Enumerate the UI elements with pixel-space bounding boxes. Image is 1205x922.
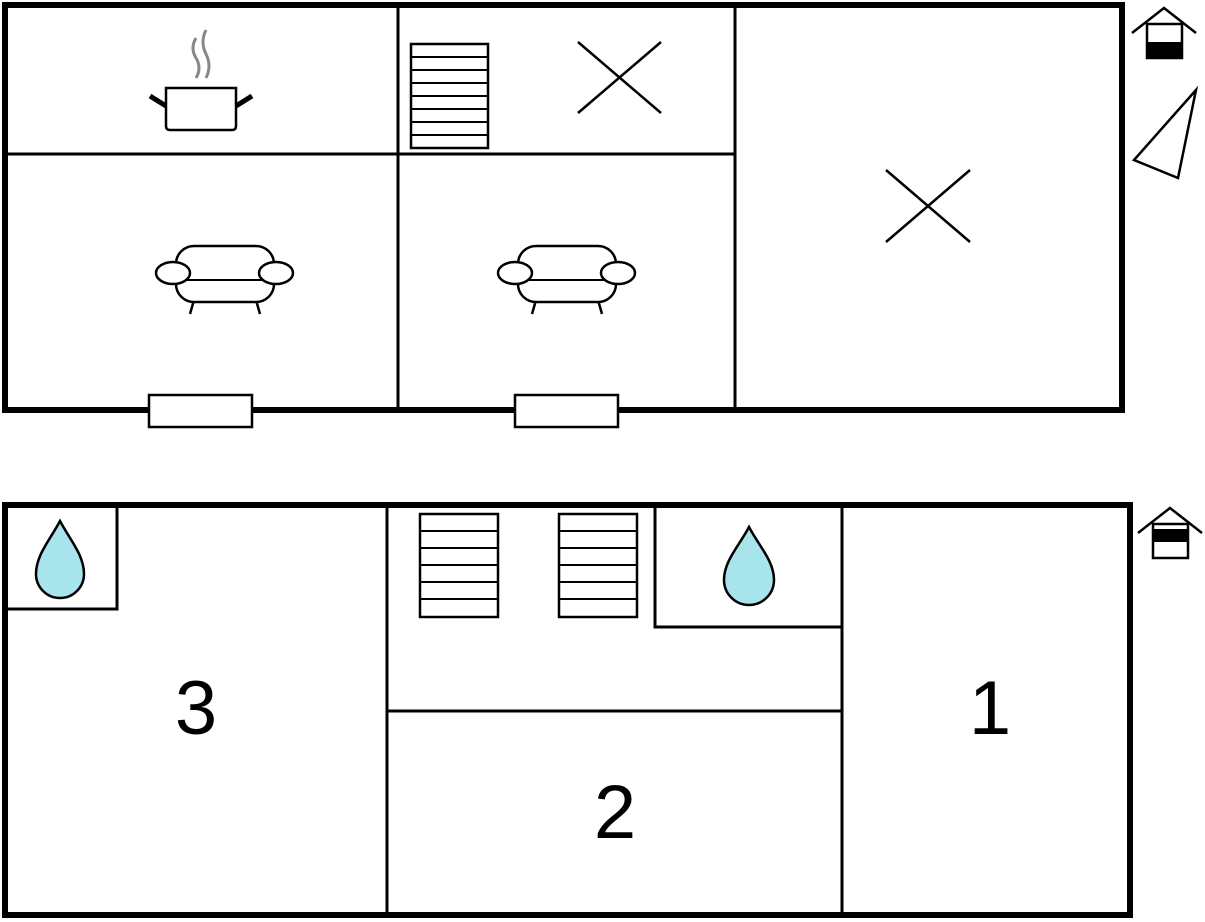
room-label-2: 2	[594, 770, 636, 855]
kitchen-pot-icon	[148, 29, 254, 132]
room-label-3: 3	[175, 666, 217, 751]
staircase-icon	[557, 512, 639, 619]
unused-room-x-icon	[577, 41, 662, 114]
floor-level-icon	[1131, 6, 1197, 60]
lower-outer-wall	[2, 502, 1133, 918]
water-drop-icon	[34, 518, 86, 600]
water-drop-icon	[722, 524, 776, 607]
compass-triangle-icon	[1131, 85, 1199, 180]
upper-outer-wall	[2, 2, 1125, 413]
staircase-icon	[409, 42, 490, 150]
window-icon	[513, 393, 620, 429]
unused-room-x-icon	[885, 169, 971, 243]
upper-floor	[2, 2, 1199, 429]
lower-floor: 3 2 1	[2, 502, 1203, 918]
staircase-icon	[418, 512, 500, 619]
lower-wall	[5, 505, 119, 611]
floor-level-icon	[1137, 506, 1203, 560]
window-icon	[147, 393, 254, 429]
room-label-1: 1	[969, 666, 1011, 751]
lower-wall	[653, 505, 842, 629]
sofa-icon	[496, 244, 637, 315]
sofa-icon	[154, 244, 295, 315]
